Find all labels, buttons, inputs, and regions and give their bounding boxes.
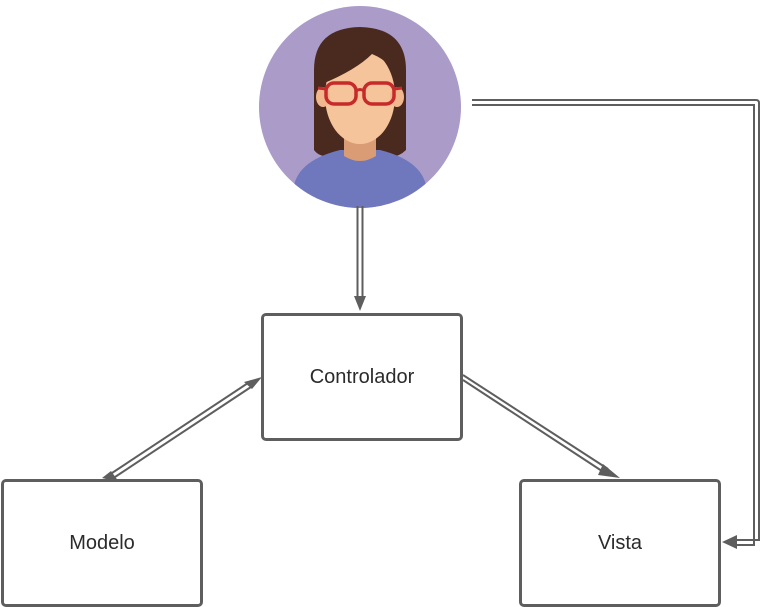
edge-user-to-vista xyxy=(472,99,760,546)
controlador-box: Controlador xyxy=(261,313,463,441)
modelo-box: Modelo xyxy=(1,479,203,607)
arrowhead-controlador-top xyxy=(354,296,366,311)
arrowhead-vista-right xyxy=(722,535,737,549)
shirt xyxy=(292,150,428,208)
hair-fringe xyxy=(317,32,403,84)
arrowhead-vista-top xyxy=(598,464,620,478)
edge-controlador-to-vista xyxy=(462,374,609,474)
vista-box: Vista xyxy=(519,479,721,607)
edge-controlador-modelo xyxy=(111,380,255,478)
controlador-label: Controlador xyxy=(309,365,415,388)
modelo-label: Modelo xyxy=(69,531,135,554)
user-avatar-icon xyxy=(259,6,461,208)
arrowhead-controlador-left xyxy=(244,377,262,389)
vista-label: Vista xyxy=(597,531,643,554)
glasses xyxy=(317,81,403,106)
edge-user-to-controlador xyxy=(356,206,364,300)
